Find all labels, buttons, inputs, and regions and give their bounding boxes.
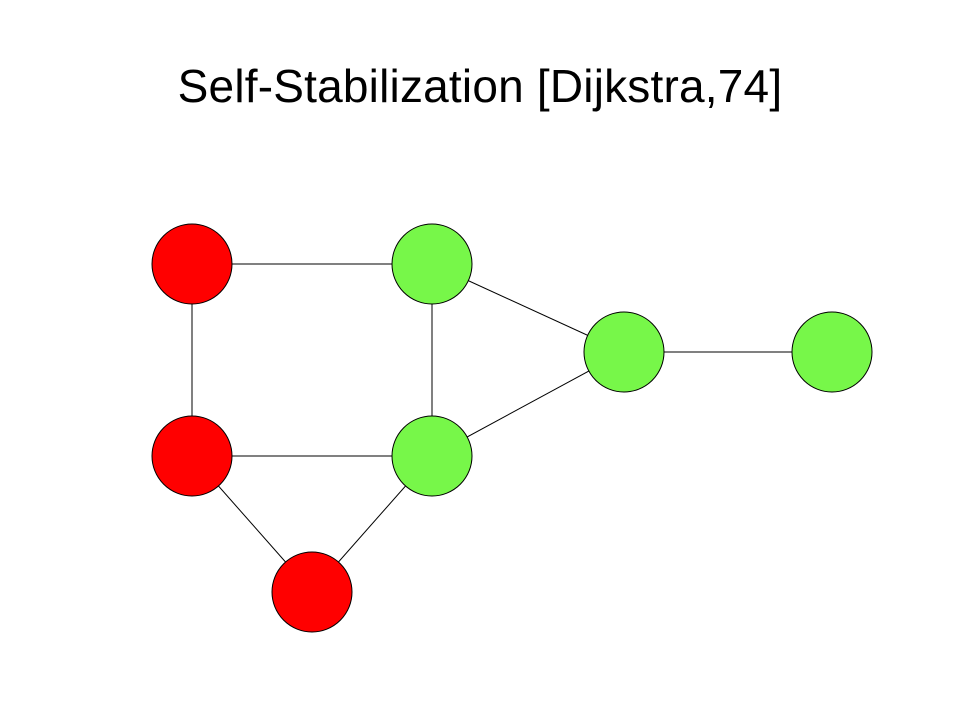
- node-n7-red: [271, 551, 353, 633]
- slide-title: Self-Stabilization [Dijkstra,74]: [177, 60, 783, 112]
- graph-edges: [191, 263, 832, 593]
- graph-nodes: [151, 223, 873, 633]
- node-n2-green: [391, 223, 473, 305]
- node-n1-red: [151, 223, 233, 305]
- node-n5-red: [151, 415, 233, 497]
- node-n4-green: [791, 311, 873, 393]
- node-n6-green: [391, 415, 473, 497]
- node-n3-green: [583, 311, 665, 393]
